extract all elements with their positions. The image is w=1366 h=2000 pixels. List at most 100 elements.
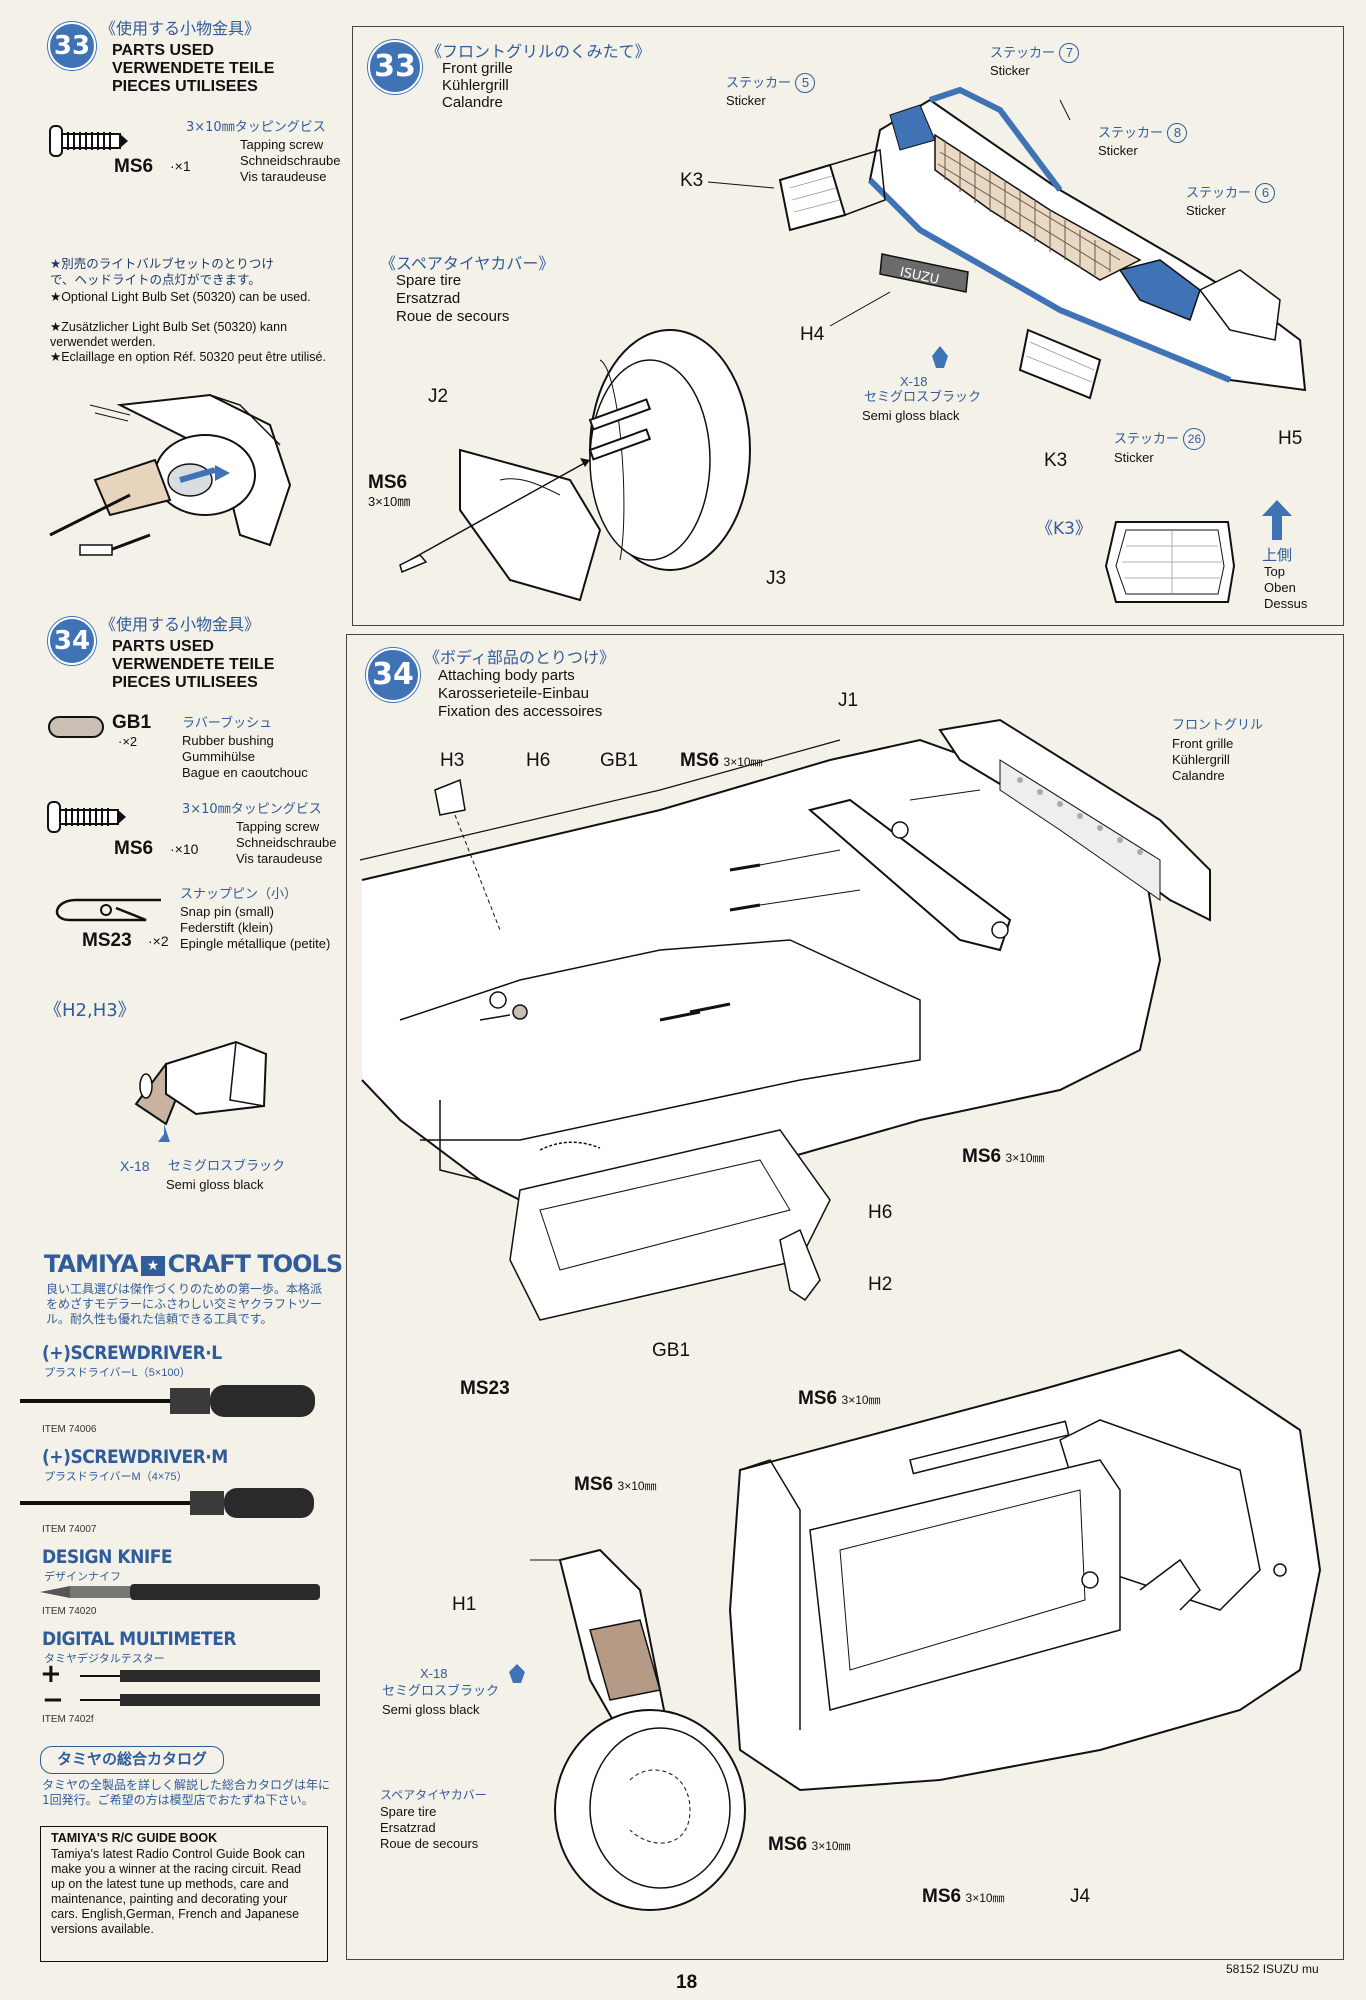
k3-lamp-left [778, 149, 886, 232]
paint-jp-34: セミグロスブラック [382, 1684, 500, 1699]
gb1-en: Rubber bushing [182, 733, 274, 748]
top-jp: 上側 [1262, 546, 1293, 564]
screwdriver-m-icon [20, 1488, 314, 1518]
sticker-26-label: ステッカー 26 Sticker [1114, 428, 1206, 465]
ms23-label: MS23 [460, 1378, 510, 1399]
attaching-body-en: Attaching body parts [438, 667, 575, 684]
grille-fr: Calandre [1172, 768, 1225, 783]
step-34-panel [346, 634, 1344, 1960]
ms6-label-top: MS6 3×10㎜ [680, 750, 763, 772]
paint-code: X-18 [120, 1158, 150, 1174]
front-grille-en: Front grille [442, 60, 513, 77]
tool-jp-2: デザインナイフ [44, 1571, 121, 1583]
ms6-code-34: MS6 [114, 838, 154, 859]
craft-tools-heading: TAMIYA★CRAFT TOOLS [44, 1250, 344, 1278]
j2-label: J2 [428, 386, 449, 407]
sticker-jp: ステッカー [726, 76, 792, 91]
h4-label: H4 [800, 324, 825, 345]
k3-label-2: K3 [1044, 450, 1068, 471]
parts-used-fr: PIECES UTILISEES [112, 78, 258, 95]
ms23-code: MS23 [82, 930, 132, 951]
top-fr: Dessus [1264, 596, 1308, 611]
ms6-code-right: MS6 [962, 1146, 1002, 1167]
ms6-size-b: 3×10㎜ [617, 1479, 657, 1493]
tamiya-brand: TAMIYA [44, 1250, 139, 1278]
snap-pin-icon [56, 898, 161, 922]
paint-drop-icon [932, 346, 948, 368]
craft-tools-intro: 良い工具選びは傑作づくりのための第一歩。本格派をめざすモデラーにふさわしい交ミヤ… [46, 1282, 323, 1326]
multimeter-probes-icon: + − [40, 1659, 320, 1715]
catalog-text: タミヤの全製品を詳しく解説した総合カタログは年に1回発行。ご希望の方は模型店でお… [42, 1778, 331, 1807]
tapping-screw-icon [47, 801, 126, 833]
light-note-de: ★Zusätzlicher Light Bulb Set (50320) kan… [50, 320, 288, 349]
ms6-code-d: MS6 [922, 1886, 962, 1907]
sticker-en: Sticker [726, 93, 766, 108]
attaching-body-fr: Fixation des accessoires [438, 703, 603, 720]
h6-label-lower: H6 [868, 1202, 893, 1223]
craft-tools-title: CRAFT TOOLS [167, 1250, 344, 1278]
paint-en-33: Semi gloss black [862, 408, 960, 423]
rc-guide-text: Tamiya's latest Radio Control Guide Book… [51, 1847, 305, 1936]
sticker-en: Sticker [990, 63, 1030, 78]
rc-guide-box: TAMIYA'S R/C GUIDE BOOK Tamiya's latest … [40, 1826, 328, 1962]
tool-item-1: ITEM 74007 [42, 1524, 97, 1535]
parts-used-fr-34: PIECES UTILISEES [112, 674, 258, 691]
light-note-jp-1: ★別売のライトバルブセットのとりつけ [50, 256, 274, 271]
sticker-6-number: 6 [1255, 183, 1276, 203]
tool-item-0: ITEM 74006 [42, 1424, 97, 1435]
light-note-jp-2: で、ヘッドライトの点灯ができます。 [50, 272, 261, 287]
ms6-size-right: 3×10㎜ [1005, 1151, 1045, 1165]
ms6-de: Schneidschraube [240, 153, 341, 168]
sticker-7-number: 7 [1059, 43, 1080, 63]
h4-emblem: ISUZU [879, 253, 969, 293]
k3-detail-label: 《K3》 [1036, 519, 1092, 539]
j4-label: J4 [1070, 1886, 1091, 1907]
tool-jp-3: タミヤデジタルテスター [44, 1653, 165, 1665]
ms6-code: MS6 [114, 156, 154, 177]
tamiya-star-icon: ★ [140, 1256, 165, 1276]
ms23-en: Snap pin (small) [180, 904, 274, 919]
sticker-26-number: 26 [1183, 428, 1206, 450]
spare-tire-en: Spare tire [396, 272, 462, 289]
ms6-jp-34: 3×10㎜タッピングビス [182, 802, 322, 817]
tool-name-0: (+)SCREWDRIVER·L [42, 1342, 222, 1364]
spare-cover-de: Ersatzrad [380, 1820, 436, 1835]
sticker-jp: ステッカー [1098, 126, 1164, 141]
tool-item-2: ITEM 74020 [42, 1606, 97, 1617]
front-grille-de: Kühlergrill [442, 77, 509, 94]
h6-label: H6 [526, 750, 551, 771]
ms6-code-top: MS6 [680, 750, 720, 771]
catalog-title: タミヤの総合カタログ [56, 1751, 207, 1768]
ms6-label-d: MS6 3×10㎜ [922, 1886, 1005, 1908]
spare-tire-drawing [399, 329, 751, 602]
h3-label: H3 [440, 750, 465, 771]
spare-tire-lower [554, 1709, 746, 1911]
parts-used-jp-34: 《使用する小物金具》 [100, 615, 261, 634]
leader-line [707, 181, 775, 189]
step-33-badge: 33 [48, 22, 96, 70]
ms23-fr: Epingle métallique (petite) [180, 936, 331, 951]
ms6-label-c: MS6 3×10㎜ [768, 1834, 851, 1856]
ms6-label-33: MS6 [368, 472, 408, 493]
spare-tire-fr: Roue de secours [396, 308, 510, 325]
attaching-body-de: Karosserieteile-Einbau [438, 685, 589, 702]
ms6-size-33: 3×10㎜ [368, 494, 411, 509]
screwdriver-l-icon [20, 1385, 315, 1417]
rubber-bushing-icon [48, 716, 104, 738]
j3-label: J3 [766, 568, 787, 589]
paint-en: Semi gloss black [166, 1177, 264, 1192]
k3-lamp-right [1018, 328, 1102, 400]
paint-jp: セミグロスブラック [168, 1159, 286, 1174]
rear-body-drawing [728, 1348, 1322, 1792]
ms6-en-34: Tapping screw [236, 819, 320, 834]
step-33-number: 33 [368, 40, 422, 94]
h2-label: H2 [868, 1274, 893, 1295]
design-knife-icon [40, 1584, 320, 1600]
sticker-7-label: ステッカー 7 Sticker [990, 42, 1080, 78]
k3-detail-drawing [1104, 521, 1236, 603]
sticker-6-label: ステッカー 6 Sticker [1186, 182, 1276, 218]
ms23-de: Federstift (klein) [180, 920, 274, 935]
ms6-fr: Vis taraudeuse [240, 169, 327, 184]
gb1-code: GB1 [112, 712, 152, 733]
ms23-jp: スナップピン（小） [180, 887, 298, 902]
